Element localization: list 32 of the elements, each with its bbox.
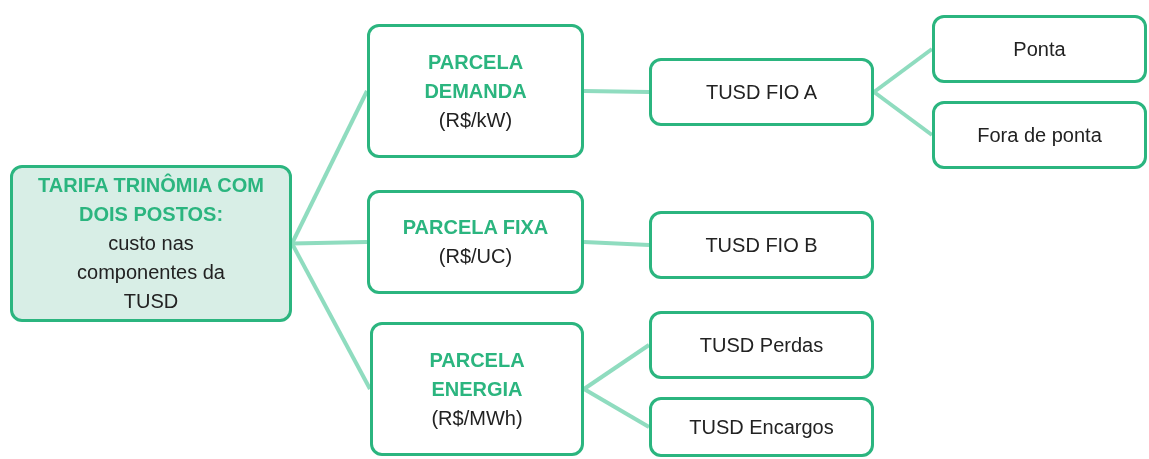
- category-box: [367, 24, 584, 158]
- label-text: (R$/MWh): [431, 405, 523, 431]
- heading-text: PARCELA FIXA: [401, 215, 550, 240]
- connector-line: [290, 242, 372, 390]
- heading-text: PARCELA DEMANDA: [423, 49, 528, 104]
- component-box: [649, 211, 874, 279]
- label-text: (R$/UC): [438, 244, 513, 269]
- label-text: TUSD FIO B: [705, 232, 818, 258]
- label-text: Ponta: [1013, 36, 1066, 62]
- connector-line: [872, 47, 934, 94]
- connector-line: [583, 387, 650, 429]
- category-box: [367, 190, 584, 294]
- category-box: [370, 322, 584, 456]
- root-box: [10, 165, 292, 322]
- connector-line: [582, 343, 651, 391]
- label-text: Fora de ponta: [977, 122, 1102, 148]
- label-text: TUSD FIO A: [705, 79, 818, 105]
- label-text: custo nas componentes da TUSD: [76, 231, 226, 314]
- component-box: [649, 58, 874, 126]
- connector-line: [291, 240, 368, 246]
- label-text: TUSD Encargos: [689, 414, 834, 440]
- component-box: [649, 311, 874, 379]
- heading-text: PARCELA ENERGIA: [428, 347, 526, 402]
- label-text: TUSD Perdas: [699, 332, 824, 358]
- label-text: (R$/kW): [438, 107, 513, 133]
- heading-text: TARIFA TRINÔMIA COM DOIS POSTOS:: [37, 172, 265, 227]
- connector-line: [583, 240, 650, 247]
- connector-line: [583, 89, 650, 94]
- component-box: [649, 397, 874, 457]
- connector-line: [872, 90, 934, 137]
- component-box: [932, 101, 1147, 169]
- component-box: [932, 15, 1147, 83]
